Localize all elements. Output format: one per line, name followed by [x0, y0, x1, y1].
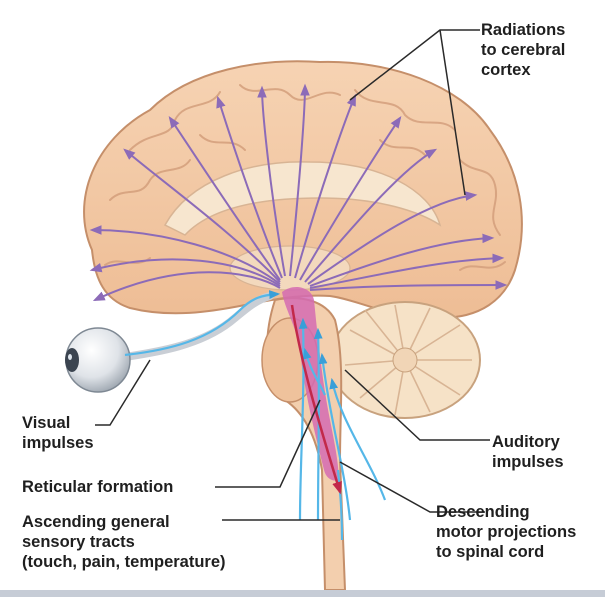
corpus-callosum	[163, 161, 442, 236]
sensory-arrows	[124, 290, 387, 541]
cerebellum	[329, 301, 481, 419]
label-radiations: Radiations to cerebral cortex	[481, 21, 566, 79]
bottom-divider	[0, 590, 605, 597]
label-descending-motor: Descending motor projections to spinal c…	[436, 503, 577, 561]
radiation-arrows	[89, 83, 508, 302]
label-ascending-tracts: Ascending general sensory tracts (touch,…	[22, 513, 226, 571]
label-auditory-impulses: Auditory impulses	[492, 433, 564, 471]
motor-arrow	[290, 304, 342, 495]
reticular-formation	[282, 286, 339, 481]
leader-lines	[95, 29, 490, 521]
optic-nerve	[114, 292, 274, 362]
label-visual-impulses: Visual impulses	[22, 414, 94, 452]
label-reticular-formation: Reticular formation	[22, 478, 174, 496]
eyeball-icon	[65, 327, 131, 393]
